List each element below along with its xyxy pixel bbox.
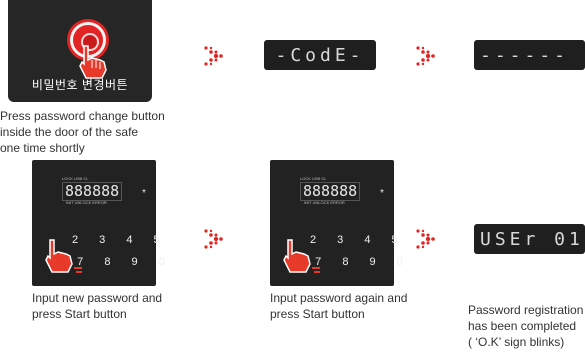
step1-caption-line-1: Press password change button bbox=[0, 108, 165, 124]
keypad-panel-1: LOCK USB CL 888888 INIT UNLOCK ERROR * 2… bbox=[32, 160, 156, 286]
lcd-user-display: USEr 01 bbox=[474, 224, 585, 254]
keypad-status-top: LOCK USB CL bbox=[300, 176, 326, 181]
keypad-digit-display: 888888 bbox=[62, 182, 122, 201]
keypad-row-1[interactable]: 2 3 4 5 bbox=[310, 234, 407, 246]
keypad-panel-2: LOCK USB CL 888888 INIT UNLOCK ERROR * 2… bbox=[270, 160, 394, 286]
keypad-row-1[interactable]: 2 3 4 5 bbox=[72, 234, 169, 246]
pressing-hand-icon bbox=[278, 238, 322, 276]
arrow-right-icon bbox=[202, 45, 228, 67]
step3-caption-line-1: Input password again and bbox=[270, 290, 407, 306]
step4-caption: Password registration has been completed… bbox=[468, 302, 583, 350]
arrow-right-icon bbox=[202, 228, 228, 250]
step2-caption-line-2: press Start button bbox=[32, 306, 162, 322]
step3-caption-line-2: press Start button bbox=[270, 306, 407, 322]
step2-caption: Input new password and press Start butto… bbox=[32, 290, 162, 322]
star-key[interactable]: * bbox=[380, 188, 384, 199]
arrow-right-icon bbox=[414, 228, 440, 250]
keypad-status-bottom: INIT UNLOCK ERROR bbox=[66, 200, 107, 205]
step1-caption: Press password change button inside the … bbox=[0, 108, 165, 156]
step1-caption-line-3: one time shortly bbox=[0, 140, 165, 156]
keypad-status-bottom: INIT UNLOCK ERROR bbox=[304, 200, 345, 205]
star-key[interactable]: * bbox=[142, 188, 146, 199]
step4-caption-line-2: has been completed bbox=[468, 318, 583, 334]
step2-caption-line-1: Input new password and bbox=[32, 290, 162, 306]
lcd-dashes-display: ------ bbox=[474, 40, 585, 70]
button-label: 비밀번호 변경버튼 bbox=[8, 76, 152, 93]
step4-caption-line-3: ( ‘O.K’ sign blinks) bbox=[468, 334, 583, 350]
step1-caption-line-2: inside the door of the safe bbox=[0, 124, 165, 140]
arrow-right-icon bbox=[414, 45, 440, 67]
step4-caption-line-1: Password registration bbox=[468, 302, 583, 318]
lcd-code-display: -CodE- bbox=[264, 40, 376, 70]
password-change-button-photo: 비밀번호 변경버튼 bbox=[8, 0, 152, 102]
keypad-status-top: LOCK USB CL bbox=[62, 176, 88, 181]
keypad-digit-display: 888888 bbox=[300, 182, 360, 201]
pressing-hand-icon bbox=[40, 238, 84, 276]
pressing-hand-icon bbox=[76, 44, 116, 80]
step3-caption: Input password again and press Start but… bbox=[270, 290, 407, 322]
